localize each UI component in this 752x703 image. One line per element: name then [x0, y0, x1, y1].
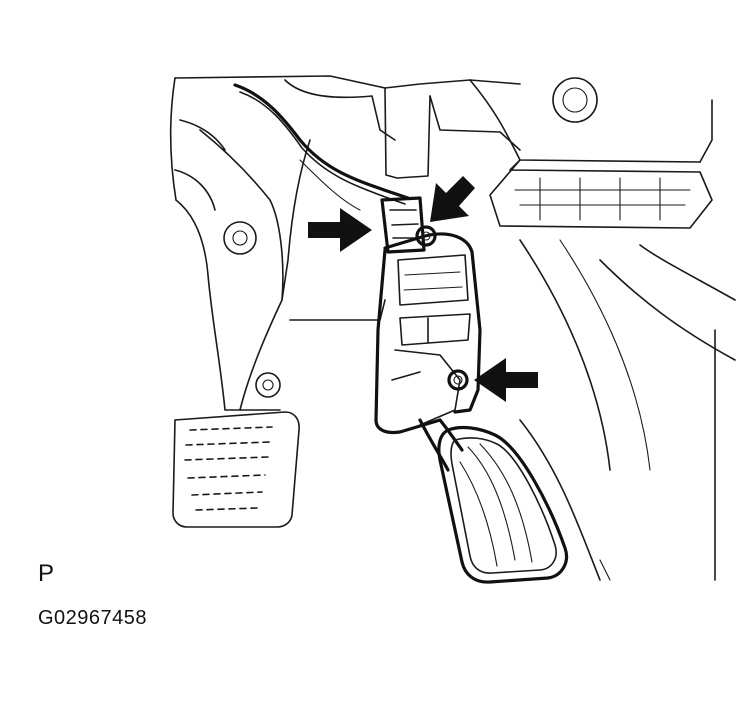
- brake-pedal-arm: [174, 119, 386, 411]
- figure-code: G02967458: [38, 607, 148, 629]
- accelerator-pedal-pad: [437, 425, 569, 584]
- wire-harness: [233, 83, 410, 205]
- arrow-upper-bolt-icon: [430, 176, 475, 222]
- brake-pedal-pad: [172, 411, 300, 528]
- dashboard-structure: [169, 75, 736, 581]
- view-label: P: [38, 560, 55, 587]
- callout-arrows: [308, 176, 538, 402]
- arrow-connector-left-icon: [308, 208, 372, 252]
- arrow-lower-bolt-icon: [474, 358, 538, 402]
- accelerator-pedal-assembly: [374, 196, 482, 472]
